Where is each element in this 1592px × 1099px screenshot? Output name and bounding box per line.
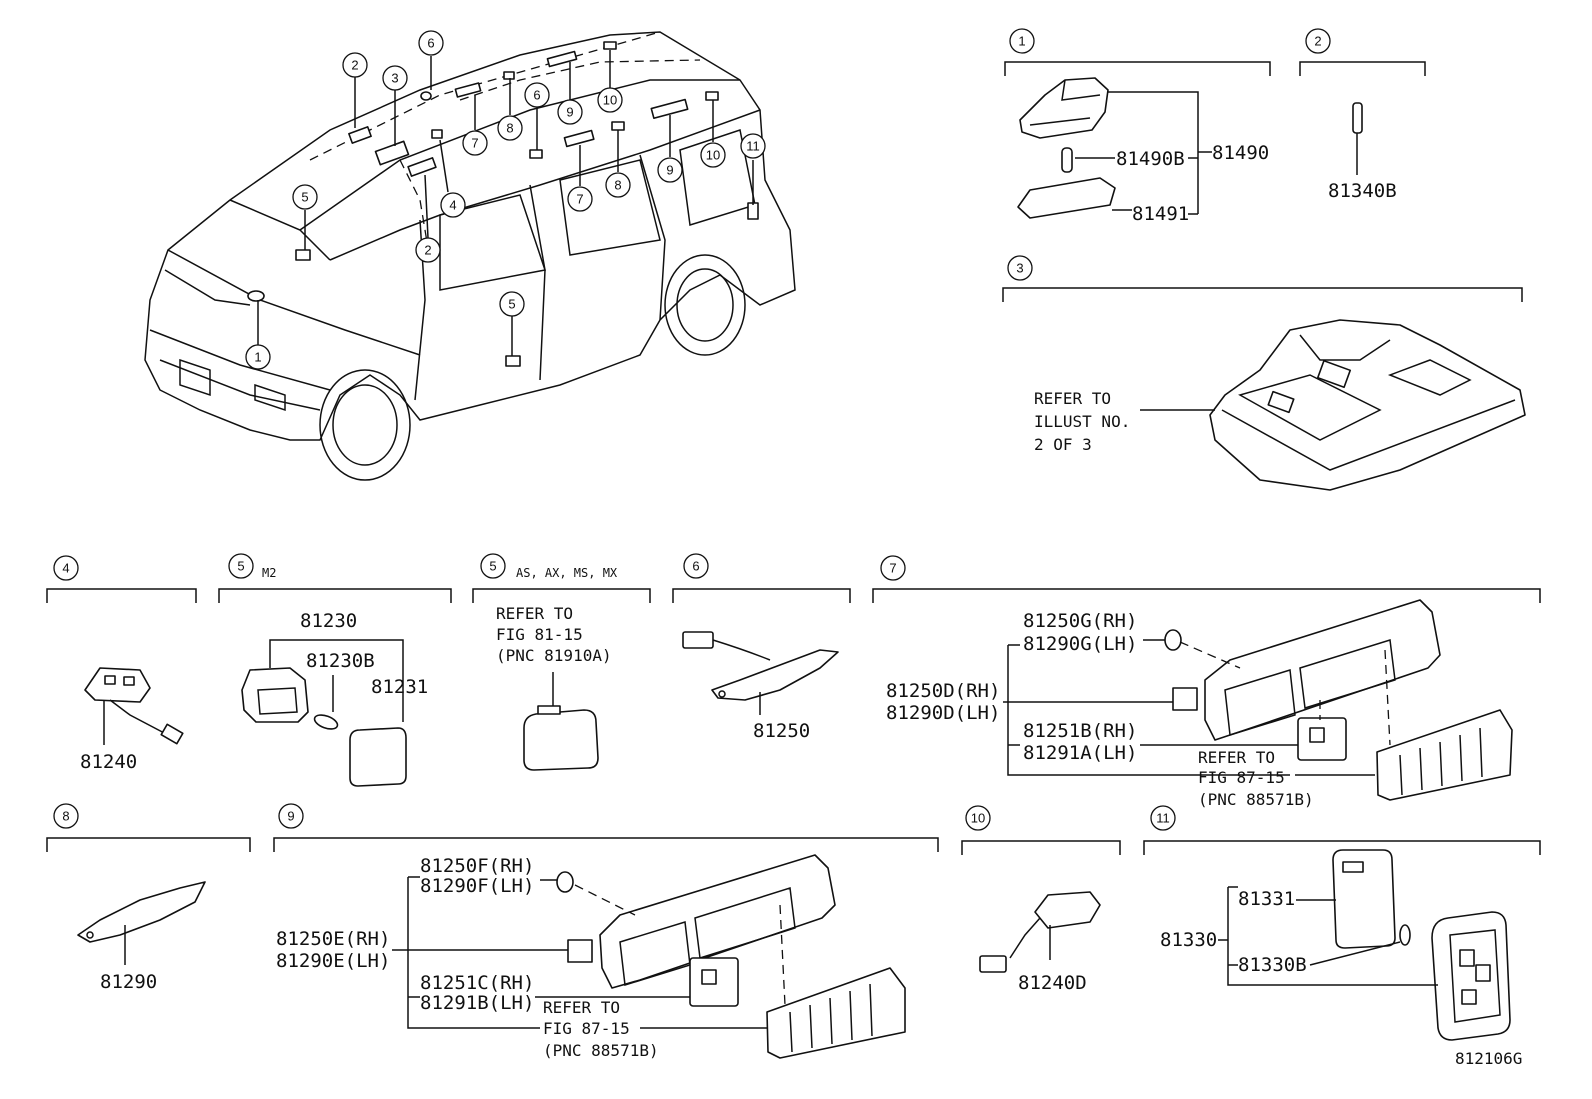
section-1: 1 81490B 81490 81491: [1004, 28, 1271, 225]
refer-line-3: (PNC 88571B): [1198, 790, 1314, 809]
callout-3: 3: [391, 71, 398, 86]
part-81331: 81331: [1238, 888, 1295, 910]
section-8: 8 81290: [46, 803, 251, 993]
part-81250G: 81250G(RH): [1023, 610, 1137, 632]
callout-2: 2: [351, 58, 358, 73]
callout-1: 1: [254, 350, 261, 365]
section-5-as: 5 AS, AX, MS, MX REFER TO FIG 81-15 (PNC…: [472, 553, 651, 771]
part-81290G: 81290G(LH): [1023, 633, 1137, 655]
callout-7: 7: [471, 136, 478, 151]
part-81251B: 81251B(RH): [1023, 720, 1137, 742]
refer-line-3: 2 OF 3: [1034, 435, 1092, 454]
part-81230B: 81230B: [306, 650, 375, 672]
part-81290: 81290: [100, 971, 157, 993]
section-number: 2: [1314, 34, 1321, 49]
callout-6: 6: [427, 36, 434, 51]
figure-id: 812106G: [1455, 1049, 1522, 1068]
part-81250: 81250: [753, 720, 810, 742]
section-9: 9 81250F(RH) 81290F(LH) 81250E(RH) 81290…: [273, 803, 939, 1060]
part-81250D: 81250D(RH): [886, 680, 1000, 702]
refer-line-1: REFER TO: [496, 604, 573, 623]
callout-10: 10: [706, 148, 720, 163]
section-number: 8: [62, 809, 69, 824]
part-81231: 81231: [371, 676, 428, 698]
section-number: 5: [489, 559, 496, 574]
refer-line-2: FIG 87-15: [1198, 768, 1285, 787]
section-number: 10: [971, 811, 985, 826]
part-81230: 81230: [300, 610, 357, 632]
section-3: 3 REFER TO ILLUST NO. 2 OF 3: [1002, 255, 1526, 491]
section-number: 1: [1018, 34, 1025, 49]
refer-line-1: REFER TO: [1034, 389, 1111, 408]
section-number: 3: [1016, 261, 1023, 276]
part-81240: 81240: [80, 751, 137, 773]
callout-7: 7: [576, 192, 583, 207]
refer-line-1: REFER TO: [1198, 748, 1275, 767]
refer-line-2: FIG 87-15: [543, 1019, 630, 1038]
section-10: 10 81240D: [961, 805, 1121, 994]
part-81290E: 81290E(LH): [276, 950, 390, 972]
callout-9: 9: [666, 163, 673, 178]
part-81291B: 81291B(LH): [420, 992, 534, 1014]
part-81291A: 81291A(LH): [1023, 742, 1137, 764]
refer-line-3: (PNC 81910A): [496, 646, 612, 665]
callout-9: 9: [566, 105, 573, 120]
section-7: 7 81250G(RH) 81290G(LH) 81250D(RH) 81290…: [872, 555, 1541, 809]
section-number: 11: [1156, 811, 1170, 826]
part-81250E: 81250E(RH): [276, 928, 390, 950]
part-81290D: 81290D(LH): [886, 702, 1000, 724]
section-6: 6 81250: [672, 553, 851, 742]
callout-10: 10: [603, 93, 617, 108]
callout-5: 5: [508, 297, 515, 312]
part-81330: 81330: [1160, 929, 1217, 951]
callout-5: 5: [301, 190, 308, 205]
part-81491: 81491: [1132, 203, 1189, 225]
refer-line-2: ILLUST NO.: [1034, 412, 1130, 431]
section-tag: M2: [262, 566, 276, 580]
section-number: 6: [692, 559, 699, 574]
section-4: 4 81240: [46, 555, 197, 773]
part-81330B: 81330B: [1238, 954, 1307, 976]
callout-2: 2: [424, 243, 431, 258]
section-number: 7: [889, 561, 896, 576]
refer-line-1: REFER TO: [543, 998, 620, 1017]
section-2: 2 81340B: [1299, 28, 1426, 202]
section-5-m2: 5 M2 81230 81230B 81231: [218, 553, 452, 787]
callout-6: 6: [533, 88, 540, 103]
callout-8: 8: [614, 178, 621, 193]
section-tag: AS, AX, MS, MX: [516, 566, 618, 580]
part-81290F: 81290F(LH): [420, 875, 534, 897]
callout-11: 11: [746, 139, 760, 154]
section-number: 4: [62, 561, 69, 576]
vehicle-overview: 1 2 2 3 4 5 5 6 6 7 7 8 8 9 9 10 10 11: [144, 30, 796, 481]
refer-line-2: FIG 81-15: [496, 625, 583, 644]
part-81250F: 81250F(RH): [420, 855, 534, 877]
callout-8: 8: [506, 121, 513, 136]
refer-line-3: (PNC 88571B): [543, 1041, 659, 1060]
part-81240D: 81240D: [1018, 972, 1087, 994]
part-81340B: 81340B: [1328, 180, 1397, 202]
overview-callouts: 1 2 2 3 4 5 5 6 6 7 7 8 8 9 9 10 10 11: [245, 30, 766, 370]
part-81490: 81490: [1212, 142, 1269, 164]
part-81251C: 81251C(RH): [420, 972, 534, 994]
callout-4: 4: [449, 198, 456, 213]
section-number: 5: [237, 559, 244, 574]
section-11: 11 81331 81330 81330B: [1143, 805, 1541, 1041]
part-81490B: 81490B: [1116, 148, 1185, 170]
section-number: 9: [287, 809, 294, 824]
